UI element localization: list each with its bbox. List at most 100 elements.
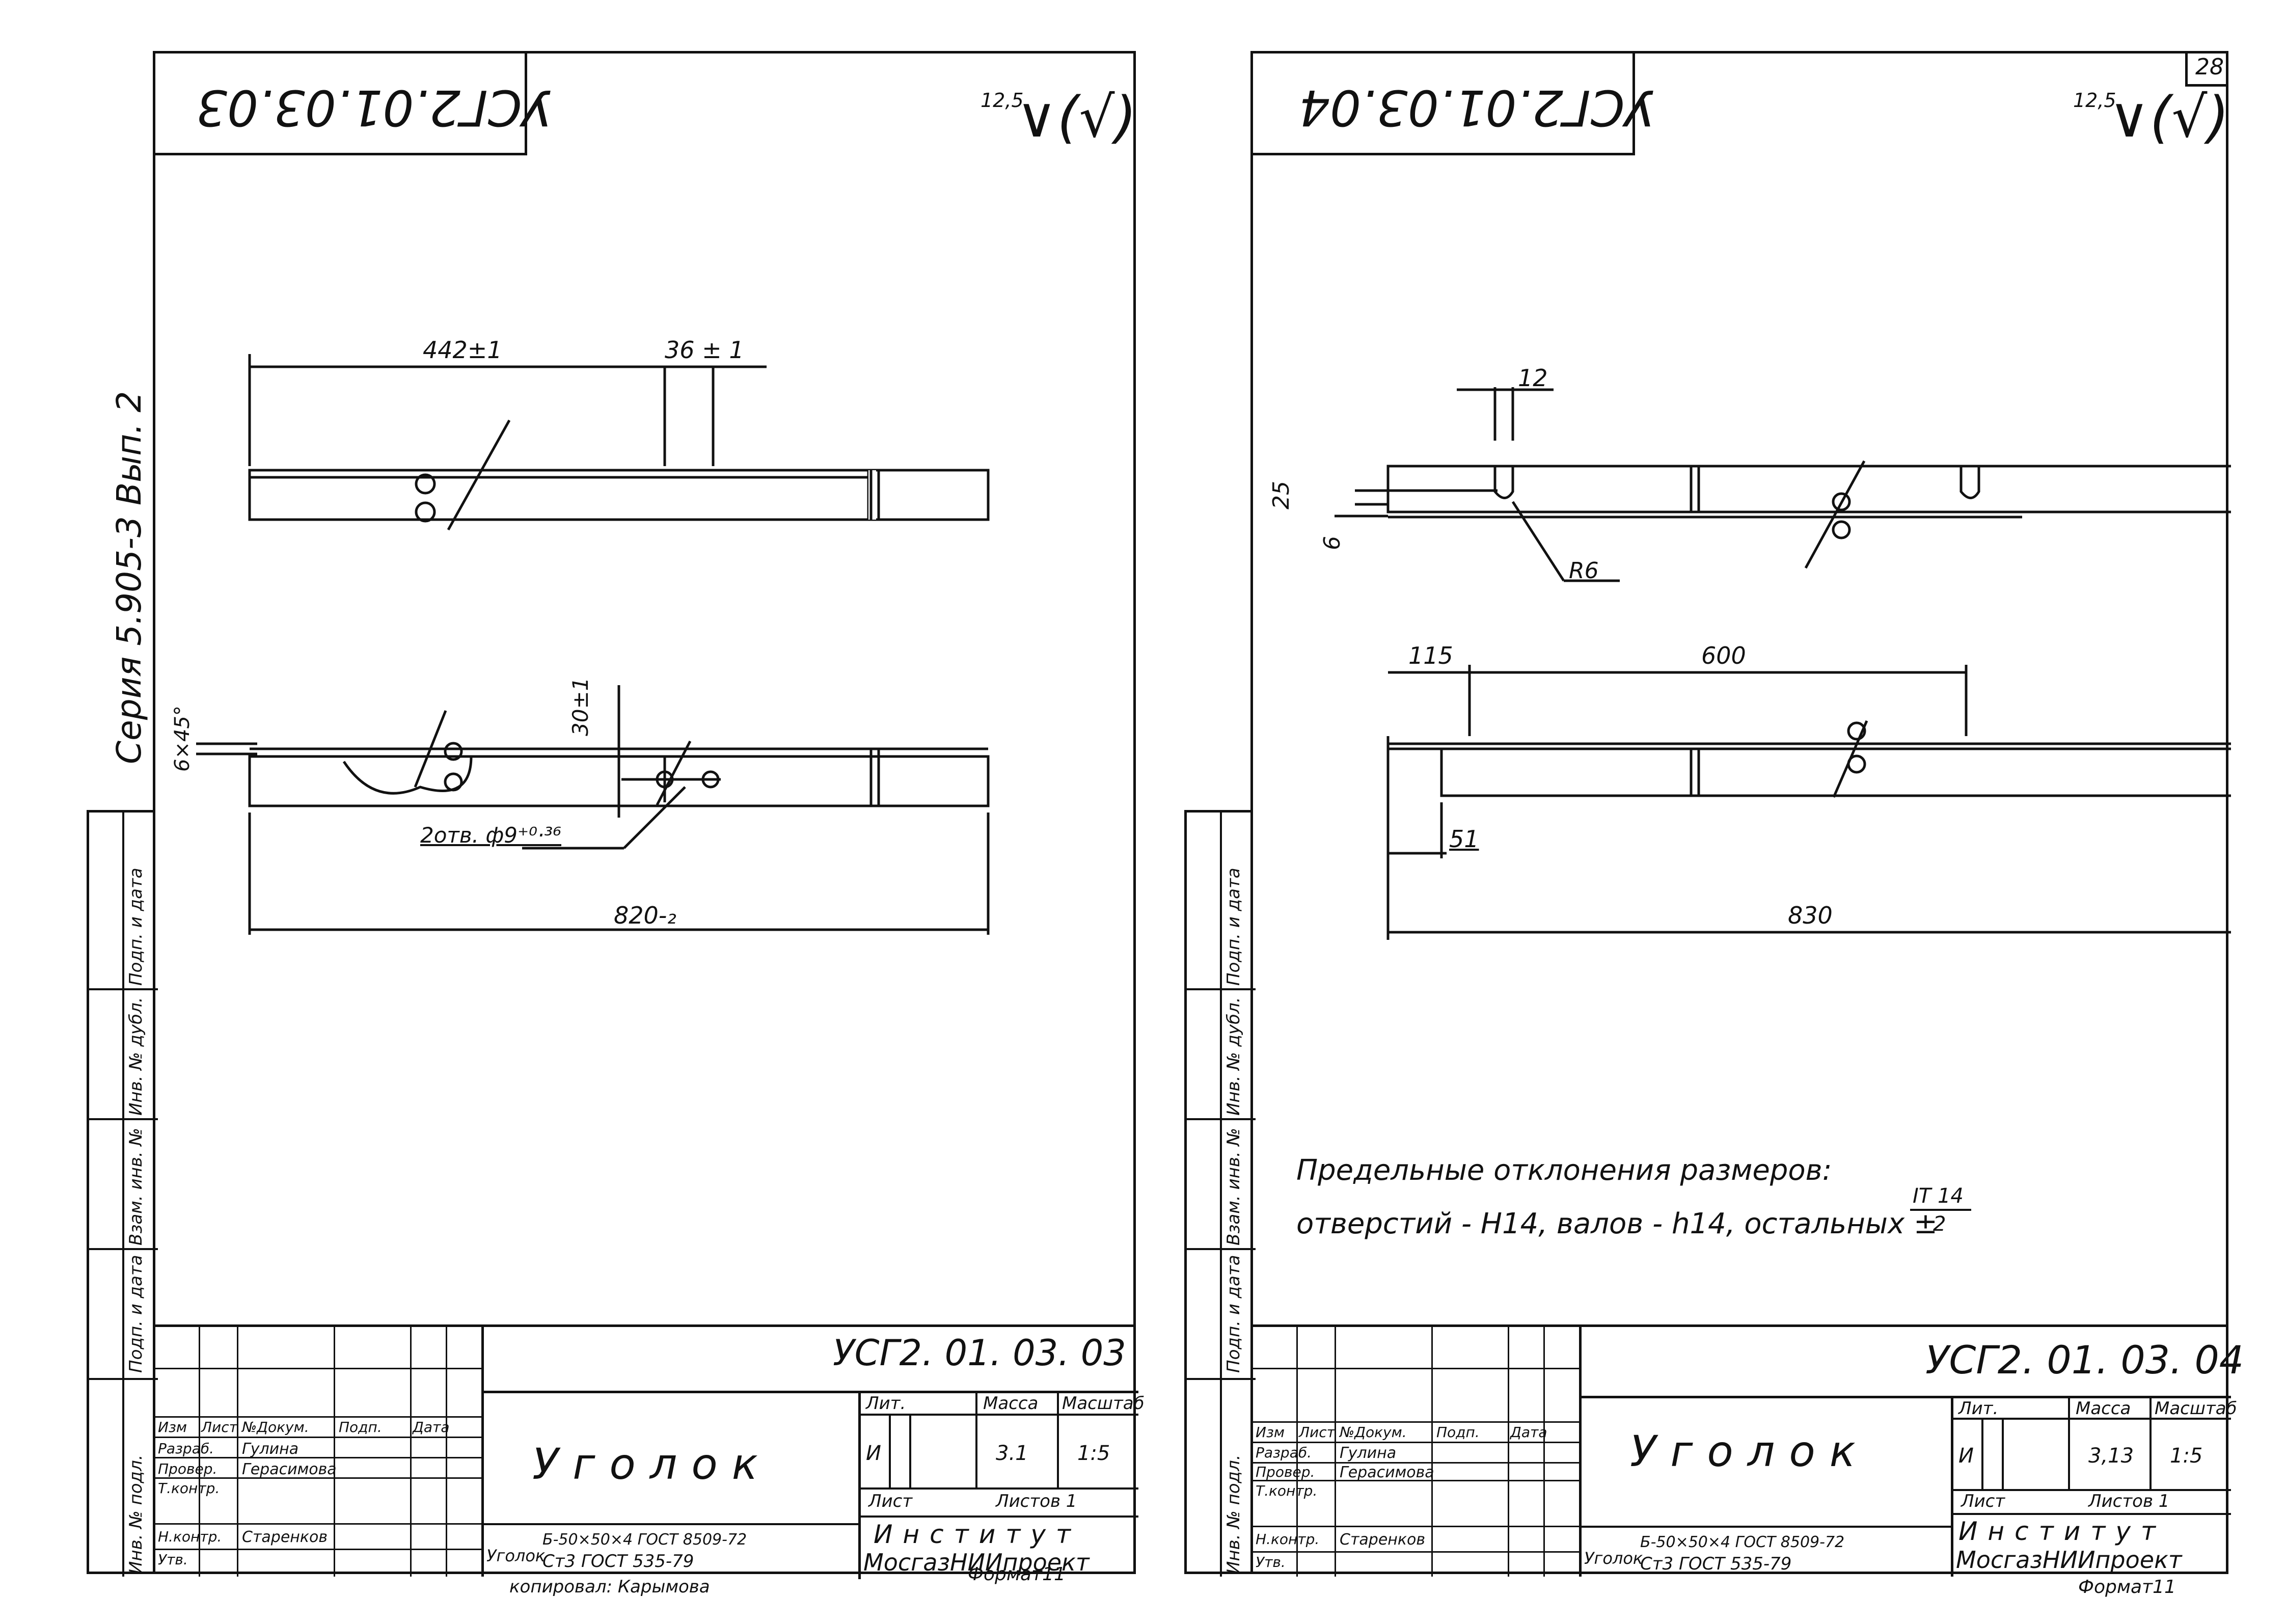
left-tb-lit-label: Лит. (866, 1393, 906, 1414)
right-tb-role-1: Провер. (1256, 1464, 1315, 1480)
right-tb-material-top: Б-50×50×4 ГОСТ 8509-72 (1640, 1533, 1845, 1551)
right-dim-115: 115 (1408, 642, 1453, 669)
left-tb-mass-label: Масса (983, 1393, 1039, 1414)
left-tb-material-label: Уголок (486, 1546, 546, 1565)
right-flipped-code-box: УСГ2.01.03.04 (1253, 53, 1654, 155)
right-tb-material-label: Уголок (1584, 1549, 1643, 1568)
right-dim-830: 830 (1788, 902, 1833, 929)
left-side-stamp: Инв. № подл. Подп. и дата Взам. инв. № И… (87, 810, 158, 1577)
right-stamp-1: Подп. и дата (1223, 1255, 1244, 1373)
left-dim-30: 30±1 (568, 677, 593, 736)
right-dim-12: 12 (1518, 364, 1548, 392)
right-tb-sheets-label: Листов 1 (2088, 1491, 2170, 1511)
right-tb-role-3: Н.контр. (1256, 1531, 1320, 1548)
right-tb-role-2: Т.контр. (1256, 1482, 1318, 1499)
right-tb-mass-label: Масса (2076, 1398, 2131, 1419)
roughness-symbol-icon: ∨(√) (2109, 85, 2229, 150)
right-tb-h-izm: Изм (1256, 1424, 1285, 1441)
left-tb-code: УСГ2. 01. 03. 03 (833, 1332, 1126, 1374)
left-dim-820: 820-₂ (614, 902, 676, 929)
left-holes-label: 2отв. ф9⁺⁰·³⁶ (420, 823, 561, 848)
left-tb-role-0: Разраб. (158, 1440, 214, 1457)
left-sheet: УСГ2.01.03.03 12,5 ∨(√) (153, 51, 1145, 1579)
right-tb-person-3: Старенков (1340, 1531, 1426, 1549)
right-dim-25: 25 (1268, 481, 1294, 509)
right-drawing (1335, 387, 2231, 940)
right-tb-org-1: Институт (1958, 1517, 2166, 1546)
right-dim-6: 6 (1319, 536, 1345, 550)
left-stamp-1: Подп. и дата (126, 1255, 146, 1373)
left-tb-role-1: Провер. (158, 1460, 217, 1477)
right-tb-h-list: Лист (1299, 1424, 1335, 1441)
left-stamp-2: Взам. инв. № (126, 1128, 146, 1246)
right-notes-line2: отверстий - H14, валов - h14, остальных … (1296, 1207, 1938, 1240)
left-tb-scale-label: Масштаб (1062, 1393, 1145, 1414)
right-title-block: УСГ2. 01. 03. 04 Изм Лист №Докум. Подп. … (1250, 1324, 2244, 1577)
left-title-block: УСГ2. 01. 03. 03 Изм Лист №Докум. Подп. … (153, 1324, 1145, 1579)
right-tb-scale: 1:5 (2170, 1444, 2203, 1468)
series-label: Серия 5.905-3 Вып. 2 (110, 391, 149, 764)
left-tb-h-list: Лист (201, 1419, 237, 1436)
right-tb-name: Уголок (1630, 1426, 1870, 1476)
right-dim-600: 600 (1701, 642, 1746, 669)
right-tb-org-2: МосгазНИИпроект (1956, 1546, 2182, 1574)
right-tb-lit-label: Лит. (1958, 1398, 1999, 1419)
left-tb-h-izm: Изм (158, 1419, 187, 1436)
left-tb-org-1: Институт (874, 1520, 1081, 1549)
right-tb-person-0: Гулина (1340, 1444, 1397, 1462)
right-tb-material-bottom: Ст3 ГОСТ 535-79 (1640, 1554, 1792, 1574)
left-copied: копировал: Карымова (509, 1577, 710, 1597)
page-number-box: 28 (2185, 51, 2228, 87)
left-tb-material-bottom: Ст3 ГОСТ 535-79 (542, 1551, 694, 1572)
right-tb-h-dokum: №Докум. (1340, 1424, 1407, 1441)
left-stamp-0: Инв. № подл. (126, 1454, 146, 1574)
right-tb-h-data: Дата (1510, 1424, 1547, 1441)
right-sheet: УСГ2.01.03.04 12,5 ∨(√) (1250, 51, 2244, 1577)
left-tb-material-top: Б-50×50×4 ГОСТ 8509-72 (542, 1531, 747, 1549)
left-tb-mass: 3.1 (996, 1442, 1028, 1465)
right-side-stamp: Инв. № подл. Подп. и дата Взам. инв. № И… (1184, 810, 1256, 1577)
left-tb-scale: 1:5 (1077, 1442, 1110, 1465)
left-tb-person-3: Старенков (242, 1528, 328, 1546)
roughness-symbol-icon: ∨(√) (1016, 85, 1137, 150)
right-stamp-4: Подп. и дата (1223, 868, 1244, 986)
left-tb-role-3: Н.контр. (158, 1528, 222, 1545)
right-format: Формат11 (2078, 1577, 2176, 1598)
left-dim-36: 36 ± 1 (665, 336, 744, 364)
right-tb-h-podp: Подп. (1436, 1424, 1480, 1441)
left-tb-role-2: Т.контр. (158, 1480, 220, 1497)
right-tb-sheet-label: Лист (1961, 1491, 2005, 1511)
left-tb-org-2: МосгазНИИпроект (863, 1549, 1090, 1576)
left-tb-person-0: Гулина (242, 1440, 299, 1458)
left-tb-role-4: Утв. (158, 1551, 188, 1568)
left-dim-442: 442±1 (423, 336, 502, 364)
right-stamp-2: Взам. инв. № (1223, 1128, 1244, 1246)
right-roughness-value: 12,5 (2073, 89, 2116, 112)
left-format: Формат11 (968, 1564, 1066, 1585)
right-tb-role-4: Утв. (1256, 1554, 1286, 1571)
left-tb-h-dokum: №Докум. (242, 1419, 309, 1436)
right-stamp-3: Инв. № дубл. (1223, 997, 1244, 1116)
page-number: 28 (2195, 54, 2224, 80)
right-tb-mass: 3,13 (2088, 1444, 2134, 1468)
left-tb-sheet-label: Лист (868, 1491, 913, 1511)
right-dim-51: 51 (1449, 825, 1479, 853)
left-tb-sheets-label: Листов 1 (996, 1491, 1077, 1511)
left-tb-h-data: Дата (413, 1419, 450, 1436)
right-tb-person-1: Герасимова (1340, 1464, 1434, 1481)
left-stamp-4: Подп. и дата (126, 868, 146, 986)
right-notes-line1: Предельные отклонения размеров: (1296, 1154, 1832, 1187)
left-tb-name: Уголок (532, 1439, 772, 1489)
left-flipped-code-box: УСГ2.01.03.03 (155, 53, 552, 155)
right-notes-frac-top: IT 14 (1913, 1184, 1964, 1208)
right-stamp-0: Инв. № подл. (1223, 1454, 1244, 1574)
left-roughness-value: 12,5 (981, 89, 1024, 112)
right-tb-code: УСГ2. 01. 03. 04 (1925, 1337, 2244, 1383)
right-tb-role-0: Разраб. (1256, 1444, 1312, 1461)
right-tb-lit: И (1958, 1444, 1974, 1468)
left-tb-h-podp: Подп. (339, 1419, 382, 1436)
right-notes-frac-bottom: 2 (1933, 1212, 1946, 1236)
right-tb-scale-label: Масштаб (2155, 1398, 2237, 1419)
left-tb-lit: И (866, 1442, 881, 1465)
left-stamp-3: Инв. № дубл. (126, 997, 146, 1116)
